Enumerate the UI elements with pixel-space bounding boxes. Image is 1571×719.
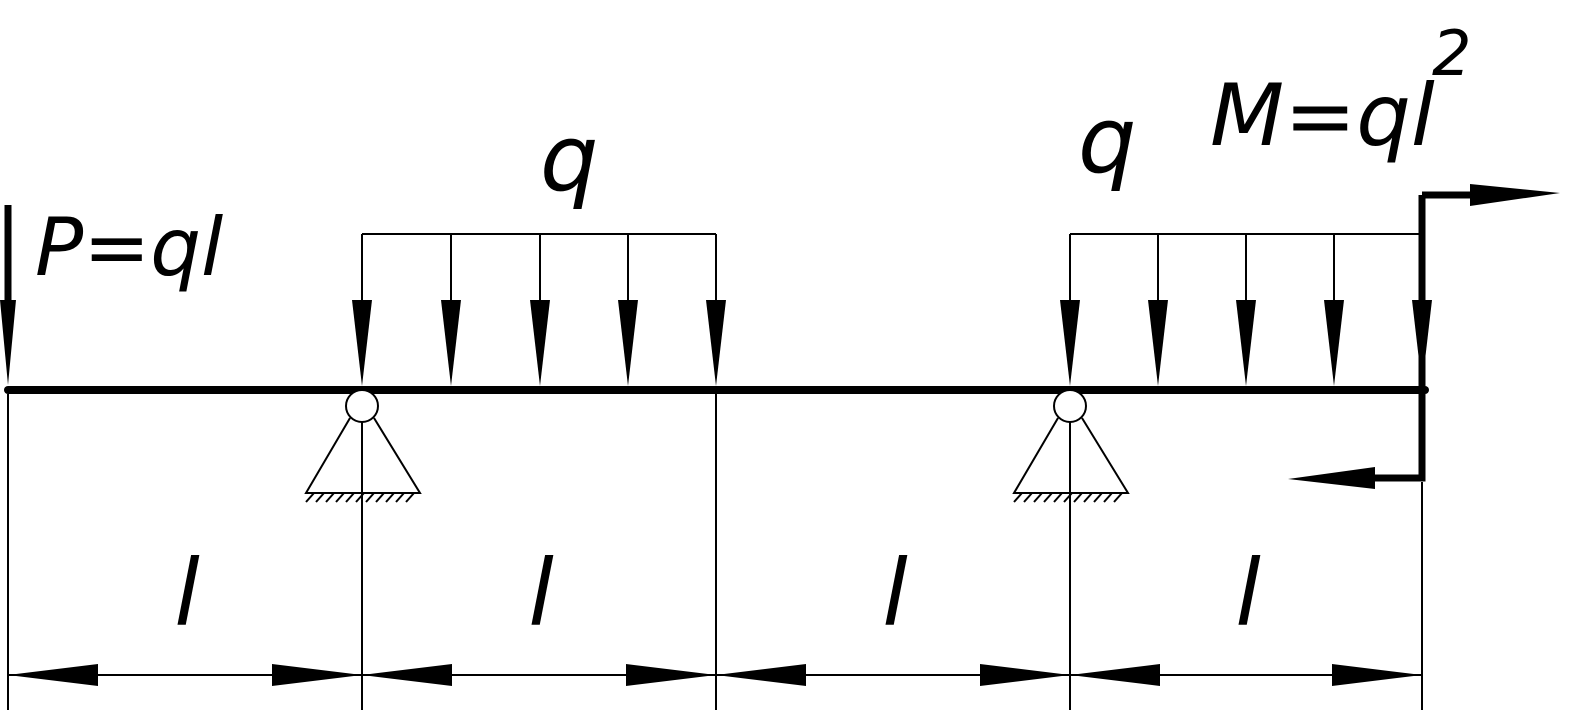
span-label-1: l <box>174 540 200 647</box>
distributed-load-label-1: q <box>540 105 598 212</box>
load-arrow <box>352 234 372 386</box>
load-arrow <box>1148 234 1168 386</box>
moment-label-exponent: 2 <box>1432 17 1471 90</box>
span-label-2: l <box>528 540 554 647</box>
moment-symbol <box>1288 184 1560 489</box>
span-label-4: l <box>1235 540 1261 647</box>
dimension-line-2 <box>362 664 716 686</box>
load-arrow <box>618 234 638 386</box>
dimension-line-3 <box>716 664 1070 686</box>
load-arrow <box>530 234 550 386</box>
dimension-line-4 <box>1070 664 1422 686</box>
load-arrow <box>1060 234 1080 386</box>
point-load-arrow <box>0 205 16 385</box>
ground-hatch <box>1013 492 1123 503</box>
distributed-load-2 <box>1060 233 1432 386</box>
load-arrow <box>1324 234 1344 386</box>
distributed-load-label-2: q <box>1078 87 1136 194</box>
load-arrow <box>1236 234 1256 386</box>
point-load-label: P=ql <box>35 201 223 294</box>
load-arrow <box>441 234 461 386</box>
dimension-line-1 <box>8 664 362 686</box>
moment-label: M=ql <box>1210 66 1435 166</box>
extension-lines <box>7 394 1423 710</box>
load-arrow <box>706 234 726 386</box>
span-label-3: l <box>882 540 908 647</box>
ground-hatch <box>305 492 415 503</box>
distributed-load-1 <box>352 233 726 386</box>
